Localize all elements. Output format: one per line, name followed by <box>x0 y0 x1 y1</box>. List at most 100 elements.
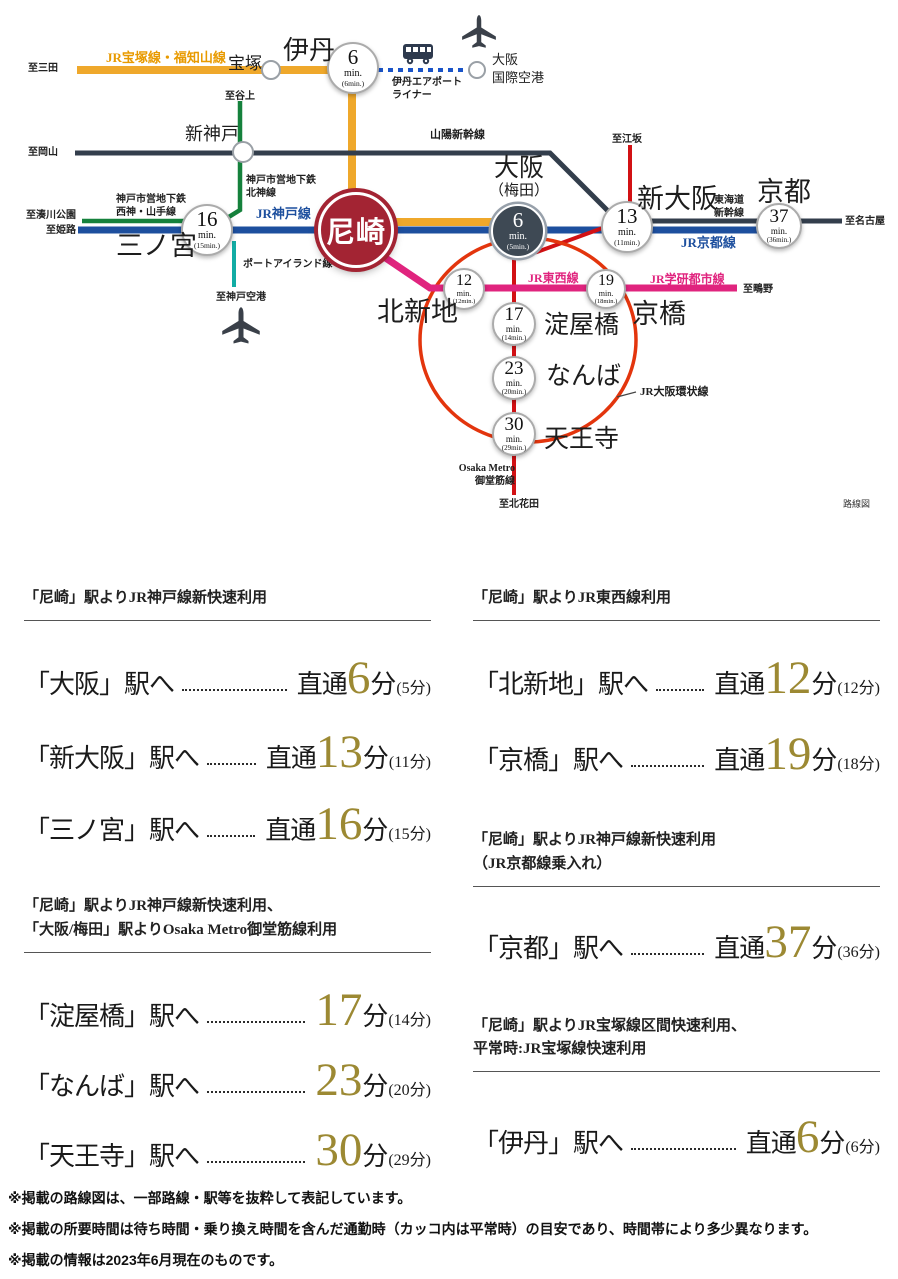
label-line-subway-hokushin: 神戸市営地下鉄 北神線 <box>246 175 316 199</box>
station-name-osaka-umeda: （梅田） <box>488 183 549 199</box>
route-time-unit: 分 <box>362 744 389 774</box>
footnote: ※掲載の情報は2023年6月現在のものです。 <box>8 1252 284 1268</box>
time-unit: min. <box>505 434 523 445</box>
header-line: 「尼崎」駅よりJR東西線利用 <box>473 590 672 606</box>
route-time-number: 6 <box>795 1111 820 1164</box>
route-time-unit: 分 <box>811 933 838 963</box>
label-line-jr-osaka-loop: JR大阪環状線 <box>640 386 709 398</box>
label-line-jr-kobe: JR神戸線 <box>256 206 311 221</box>
header-line: 「尼崎」駅よりJR神戸線新快速利用 <box>24 590 268 606</box>
time-normal: (20min.) <box>501 388 527 397</box>
endpoint-himeji: 至姫路 <box>46 225 76 236</box>
time-value: 17 <box>504 304 524 326</box>
route-section: 「尼崎」駅よりJR神戸線新快速利用 「大阪」駅へ 直通6分(5分) 「新大阪」駅… <box>24 587 431 848</box>
airplane-icon <box>461 14 497 55</box>
route-time-group: 直通12分(12分) <box>714 655 880 702</box>
time-normal: (14min.) <box>501 334 527 343</box>
station-name-takarazuka: 宝塚 <box>228 54 262 73</box>
loop-label-pointer <box>616 391 637 398</box>
route-section: 「尼崎」駅よりJR神戸線新快速利用、 「大阪/梅田」駅よりOsaka Metro… <box>24 895 431 1173</box>
route-time-group: 直通6分(5分) <box>296 655 431 702</box>
station-name-yodoyabashi: 淀屋橋 <box>544 312 620 339</box>
route-direct-label: 直通 <box>265 816 316 846</box>
route-time-group: 直通13分(11分) <box>265 729 431 776</box>
route-time-unit: 分 <box>362 1071 389 1101</box>
station-dot-takarazuka <box>261 60 281 80</box>
header-line: 「尼崎」駅よりJR神戸線新快速利用 <box>473 832 717 849</box>
time-normal: (12min.) <box>452 298 476 306</box>
dotted-leader <box>207 1020 306 1023</box>
station-name-itami: 伊丹 <box>283 36 336 65</box>
time-unit: min. <box>343 68 363 80</box>
route-section-header: 「尼崎」駅よりJR東西線利用 <box>473 587 880 622</box>
route-time-number: 17 <box>315 983 363 1036</box>
route-row: 「三ノ宮」駅へ 直通16分(15分) <box>24 801 431 848</box>
route-time-group: 30分(29分) <box>315 1126 431 1173</box>
label-line-jr-gakkentoshi: JR学研都市線 <box>650 272 725 286</box>
diagram-caption: 路線図 <box>843 499 871 509</box>
route-station: 「淀屋橋」駅へ <box>24 1001 200 1031</box>
header-line: （JR京都線乗入れ） <box>473 855 612 872</box>
station-name-kitashinchi: 北新地 <box>377 297 458 327</box>
route-time-number: 30 <box>315 1123 363 1176</box>
route-time-number: 12 <box>764 652 812 705</box>
time-value: 6 <box>347 45 359 70</box>
route-station: 「大阪」駅へ <box>24 670 175 700</box>
route-direct-label: 直通 <box>296 670 348 700</box>
endpoint-okayama: 至岡山 <box>28 147 58 158</box>
time-value: 13 <box>616 204 638 229</box>
time-circle-kitashinchi: 12 min. (12min.) <box>443 268 485 310</box>
route-station: 「三ノ宮」駅へ <box>24 816 200 846</box>
dotted-leader <box>207 1090 306 1093</box>
route-time-group: 直通16分(15分) <box>265 801 431 848</box>
label-line-port-island: ポートアイランド線 <box>243 259 333 270</box>
endpoint-kitahanada: 至北花田 <box>499 499 539 510</box>
time-value: 12 <box>456 271 472 289</box>
dotted-leader <box>207 1160 306 1163</box>
endpoint-sanda: 至三田 <box>28 63 58 74</box>
time-circle-itami: 6 min. (6min.) <box>327 42 379 94</box>
time-value: 19 <box>598 271 614 289</box>
route-time-unit: 分 <box>362 1141 389 1171</box>
time-circle-shin-osaka: 13 min. (11min.) <box>601 201 653 253</box>
route-time-unit: 分 <box>362 816 389 846</box>
line-jr-tozai <box>360 239 737 292</box>
route-time-number: 6 <box>346 652 371 705</box>
route-section-header: 「尼崎」駅よりJR宝塚線区間快速利用、 平常時:JR宝塚線快速利用 <box>473 1015 880 1073</box>
route-station: 「なんば」駅へ <box>24 1071 200 1101</box>
station-name-kyoto: 京都 <box>757 177 811 207</box>
dotted-leader <box>631 765 705 768</box>
route-station: 「天王寺」駅へ <box>24 1141 200 1171</box>
station-dot-shin-kobe <box>232 141 254 163</box>
label-line-jr-tozai: JR東西線 <box>528 271 579 285</box>
route-section-header: 「尼崎」駅よりJR神戸線新快速利用 <box>24 587 431 622</box>
bus-icon <box>402 42 434 71</box>
route-direct-label: 直通 <box>745 1129 797 1159</box>
dotted-leader <box>656 689 705 692</box>
route-row: 「京都」駅へ 直通37分(36分) <box>473 918 880 965</box>
route-direct-label: 直通 <box>265 744 317 774</box>
route-section-header: 「尼崎」駅よりJR神戸線新快速利用 （JR京都線乗入れ） <box>473 829 880 887</box>
time-circle-yodoyabashi: 17 min. (14min.) <box>492 302 536 346</box>
route-station: 「新大阪」駅へ <box>24 744 200 774</box>
endpoint-esaka: 至江坂 <box>612 134 642 145</box>
route-time-unit: 分 <box>370 670 397 700</box>
footnote: ※掲載の路線図は、一部路線・駅等を抜粋して表記しています。 <box>8 1190 412 1206</box>
route-listings: 「尼崎」駅よりJR神戸線新快速利用 「大阪」駅へ 直通6分(5分) 「新大阪」駅… <box>0 545 898 1173</box>
route-time-normal: (6分) <box>845 1139 880 1157</box>
station-name-osaka: 大阪 <box>493 155 544 182</box>
station-name-sannomiya: 三ノ宮 <box>116 231 197 261</box>
time-unit: min. <box>770 226 788 237</box>
dotted-leader <box>631 952 705 955</box>
footnote: ※掲載の所要時間は待ち時間・乗り換え時間を含んだ通勤時（カッコ内は平常時）の目安… <box>8 1221 818 1237</box>
route-row: 「天王寺」駅へ 30分(29分) <box>24 1126 431 1173</box>
route-station: 「北新地」駅へ <box>473 670 649 700</box>
time-circle-tennoji: 30 min. (29min.) <box>492 412 536 456</box>
endpoint-shigino: 至鴫野 <box>743 284 773 295</box>
time-unit: min. <box>505 324 523 335</box>
time-unit: min. <box>456 288 472 298</box>
route-time-normal: (5分) <box>396 680 431 698</box>
route-time-normal: (15分) <box>388 826 431 844</box>
time-value: 23 <box>504 358 524 380</box>
